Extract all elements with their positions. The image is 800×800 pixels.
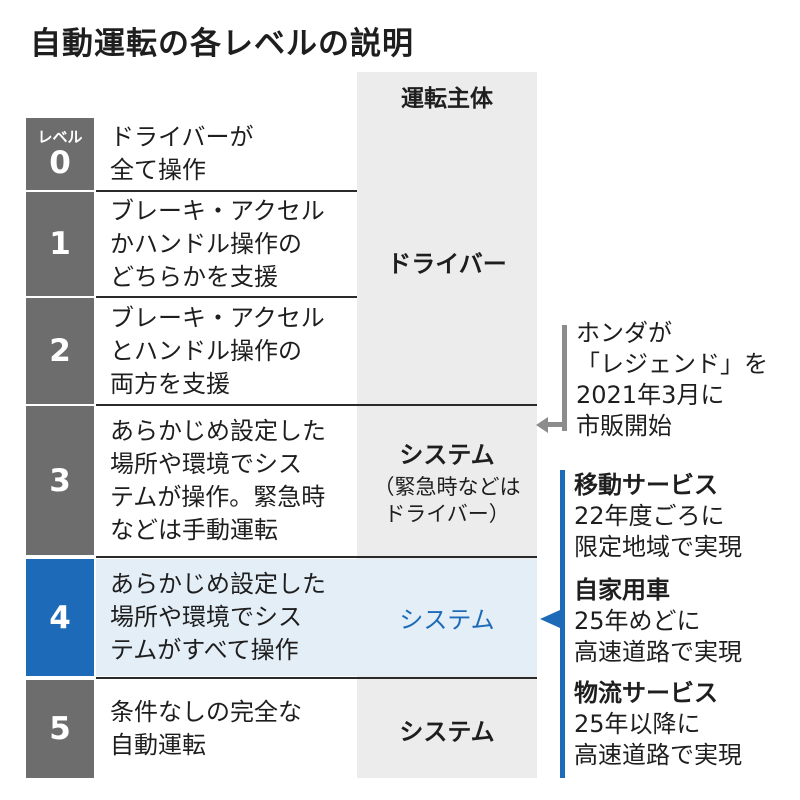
level-3-description: あらかじめ設定した 場所や環境でシス テムが操作。緊急時 などは手動運転 bbox=[110, 416, 326, 544]
honda-note-bracket bbox=[562, 325, 567, 431]
pointer-arrow-icon bbox=[536, 417, 548, 433]
level-0-badge: レベル 0 bbox=[26, 118, 94, 190]
service-name: 物流サービス bbox=[574, 679, 718, 707]
row-divider bbox=[96, 190, 357, 192]
agent-label: システム bbox=[399, 440, 495, 469]
level-5-description: 条件なしの完全な 自動運転 bbox=[110, 698, 302, 759]
level-2-badge: 2 bbox=[26, 298, 94, 404]
services-bracket bbox=[560, 470, 565, 778]
service-block: 自家用車 25年めどに 高速道路で実現 bbox=[574, 575, 742, 668]
level-number: 1 bbox=[49, 226, 71, 262]
level-number: 4 bbox=[49, 599, 71, 636]
service-line: 高速道路で実現 bbox=[574, 741, 742, 769]
level-number: 0 bbox=[49, 145, 71, 181]
agent-sub-label: （緊急時などは bbox=[373, 474, 521, 499]
note-line: 2021年3月に bbox=[576, 381, 725, 409]
agent-level-5-cell: システム bbox=[357, 680, 537, 778]
row-divider bbox=[96, 556, 537, 558]
level-3-badge: 3 bbox=[26, 406, 94, 555]
level-4-badge: 4 bbox=[26, 559, 94, 676]
level-2-description: ブレーキ・アクセル とハンドル操作の 両方を支援 bbox=[110, 303, 325, 398]
level-4-highlight-row bbox=[96, 559, 537, 676]
agent-label: ドライバー bbox=[387, 249, 507, 278]
level-number: 3 bbox=[49, 462, 71, 499]
level-1-badge: 1 bbox=[26, 192, 94, 296]
service-line: 25年以降に bbox=[574, 710, 701, 738]
row-divider bbox=[96, 677, 537, 679]
agent-label: システム bbox=[399, 717, 495, 746]
service-block: 物流サービス 25年以降に 高速道路で実現 bbox=[574, 678, 742, 771]
service-block: 移動サービス 22年度ごろに 限定地域で実現 bbox=[574, 470, 742, 563]
note-line: 「レジェンド」を bbox=[576, 350, 768, 378]
note-line: ホンダが bbox=[576, 319, 672, 347]
pointer-arrow-icon bbox=[540, 610, 560, 628]
row-divider bbox=[96, 296, 357, 298]
agent-sub-label: ドライバー） bbox=[384, 501, 510, 526]
level-number: 2 bbox=[49, 333, 71, 369]
service-line: 22年度ごろに bbox=[574, 502, 725, 530]
diagram-title: 自動運転の各レベルの説明 bbox=[30, 26, 414, 62]
service-name: 移動サービス bbox=[574, 471, 718, 499]
service-line: 高速道路で実現 bbox=[574, 638, 742, 666]
level-0-description: ドライバーが 全て操作 bbox=[110, 123, 254, 184]
level-5-badge: 5 bbox=[26, 680, 94, 778]
service-line: 限定地域で実現 bbox=[574, 533, 742, 561]
service-line: 25年めどに bbox=[574, 607, 701, 635]
service-name: 自家用車 bbox=[574, 576, 670, 604]
level-1-description: ブレーキ・アクセル かハンドル操作の どちらかを支援 bbox=[110, 196, 325, 291]
honda-note-connector bbox=[546, 422, 564, 427]
agent-column-header: 運転主体 bbox=[401, 86, 493, 112]
level-number: 5 bbox=[49, 711, 71, 747]
honda-note: ホンダが 「レジェンド」を 2021年3月に 市販開始 bbox=[576, 318, 768, 442]
note-line: 市販開始 bbox=[576, 412, 672, 440]
row-divider bbox=[96, 404, 537, 406]
agent-driver-cell: ドライバー bbox=[357, 118, 537, 404]
agent-label: システム bbox=[399, 606, 495, 634]
agent-level-4-cell: システム bbox=[357, 559, 537, 676]
level-4-description: あらかじめ設定した 場所や環境でシス テムがすべて操作 bbox=[110, 570, 326, 664]
agent-level-3-cell: システム （緊急時などは ドライバー） bbox=[357, 406, 537, 556]
level-word: レベル bbox=[37, 128, 83, 146]
